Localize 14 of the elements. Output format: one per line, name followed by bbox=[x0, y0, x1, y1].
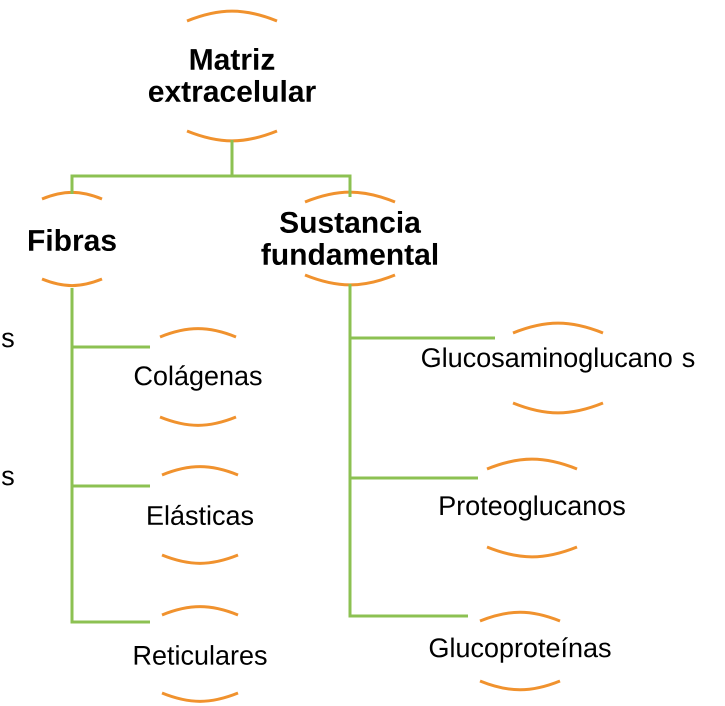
bracketed-term: Matriz extracelular bbox=[148, 10, 316, 142]
bracketed-term: Fibras bbox=[29, 190, 116, 288]
bracketed-term: Glucosaminoglucano s bbox=[422, 322, 694, 414]
connector-line bbox=[70, 288, 150, 624]
bracketed-term: Elásticas bbox=[148, 465, 254, 565]
cut-off-text: s bbox=[2, 332, 14, 348]
bracketed-term: Reticulares bbox=[134, 605, 267, 703]
bracketed-term: Sustancia fundamental bbox=[261, 190, 438, 286]
cut-off-text: s bbox=[2, 470, 14, 486]
bracketed-term: Glucoproteínas bbox=[430, 610, 611, 692]
bracketed-term: Colágenas bbox=[134, 327, 262, 427]
connector-line bbox=[348, 284, 468, 618]
bracketed-term: Proteoglucanos bbox=[440, 458, 625, 558]
connector-line bbox=[230, 140, 352, 197]
